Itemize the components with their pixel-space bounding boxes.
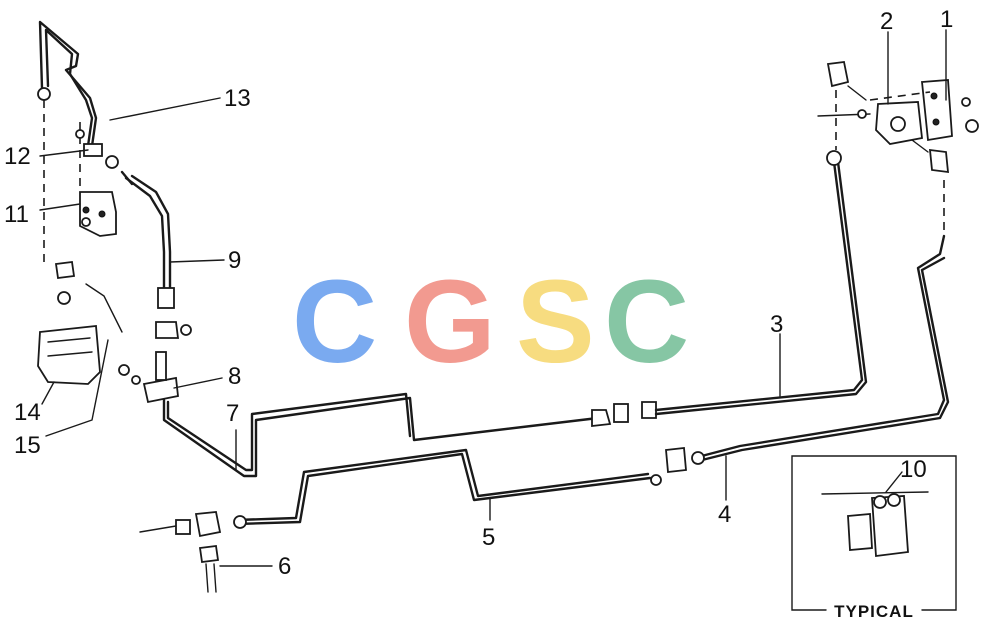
- callout-6: 6: [278, 553, 291, 580]
- flex-hose-9: [124, 174, 192, 339]
- upper-left-tube: [37, 20, 98, 148]
- brake-line-3: [654, 160, 864, 412]
- watermark-letter-4: C: [604, 256, 689, 388]
- watermark-letter-2: G: [404, 256, 496, 388]
- watermark: C G S C: [292, 256, 689, 388]
- callout-8: 8: [228, 363, 241, 390]
- callout-5: 5: [482, 524, 495, 551]
- valve-assembly: [817, 61, 979, 174]
- callout-2: 2: [880, 8, 893, 35]
- callout-9: 9: [228, 247, 241, 274]
- callouts: 1 2 3 4 5 6 7 8 9 10 11 12 13 14 15: [4, 6, 953, 580]
- brake-line-4: [692, 234, 946, 460]
- inset-label: TYPICAL: [834, 602, 914, 621]
- callout-1: 1: [940, 6, 953, 33]
- inset-typical: TYPICAL: [791, 455, 957, 621]
- watermark-letter-3: S: [516, 256, 595, 388]
- brake-line-7: [162, 396, 600, 478]
- callout-11: 11: [4, 201, 29, 228]
- line-4-fittings: [650, 447, 705, 486]
- master-cylinder-14: [37, 260, 123, 437]
- callout-15: 15: [14, 432, 41, 459]
- callout-7: 7: [226, 400, 239, 427]
- callout-4: 4: [718, 501, 731, 528]
- callout-12: 12: [4, 143, 31, 170]
- brake-line-5: [234, 448, 650, 522]
- tee-fitting-8: [118, 351, 179, 404]
- callout-13: 13: [224, 85, 251, 112]
- leader-lines: [39, 29, 947, 567]
- callout-3: 3: [770, 311, 783, 338]
- lower-fitting-6: [139, 511, 247, 593]
- watermark-letter-1: C: [292, 256, 377, 388]
- fitting-12: [75, 129, 134, 186]
- bracket-11: [79, 191, 117, 237]
- callout-10: 10: [900, 456, 927, 483]
- callout-14: 14: [14, 399, 41, 426]
- mid-fittings: [591, 401, 657, 428]
